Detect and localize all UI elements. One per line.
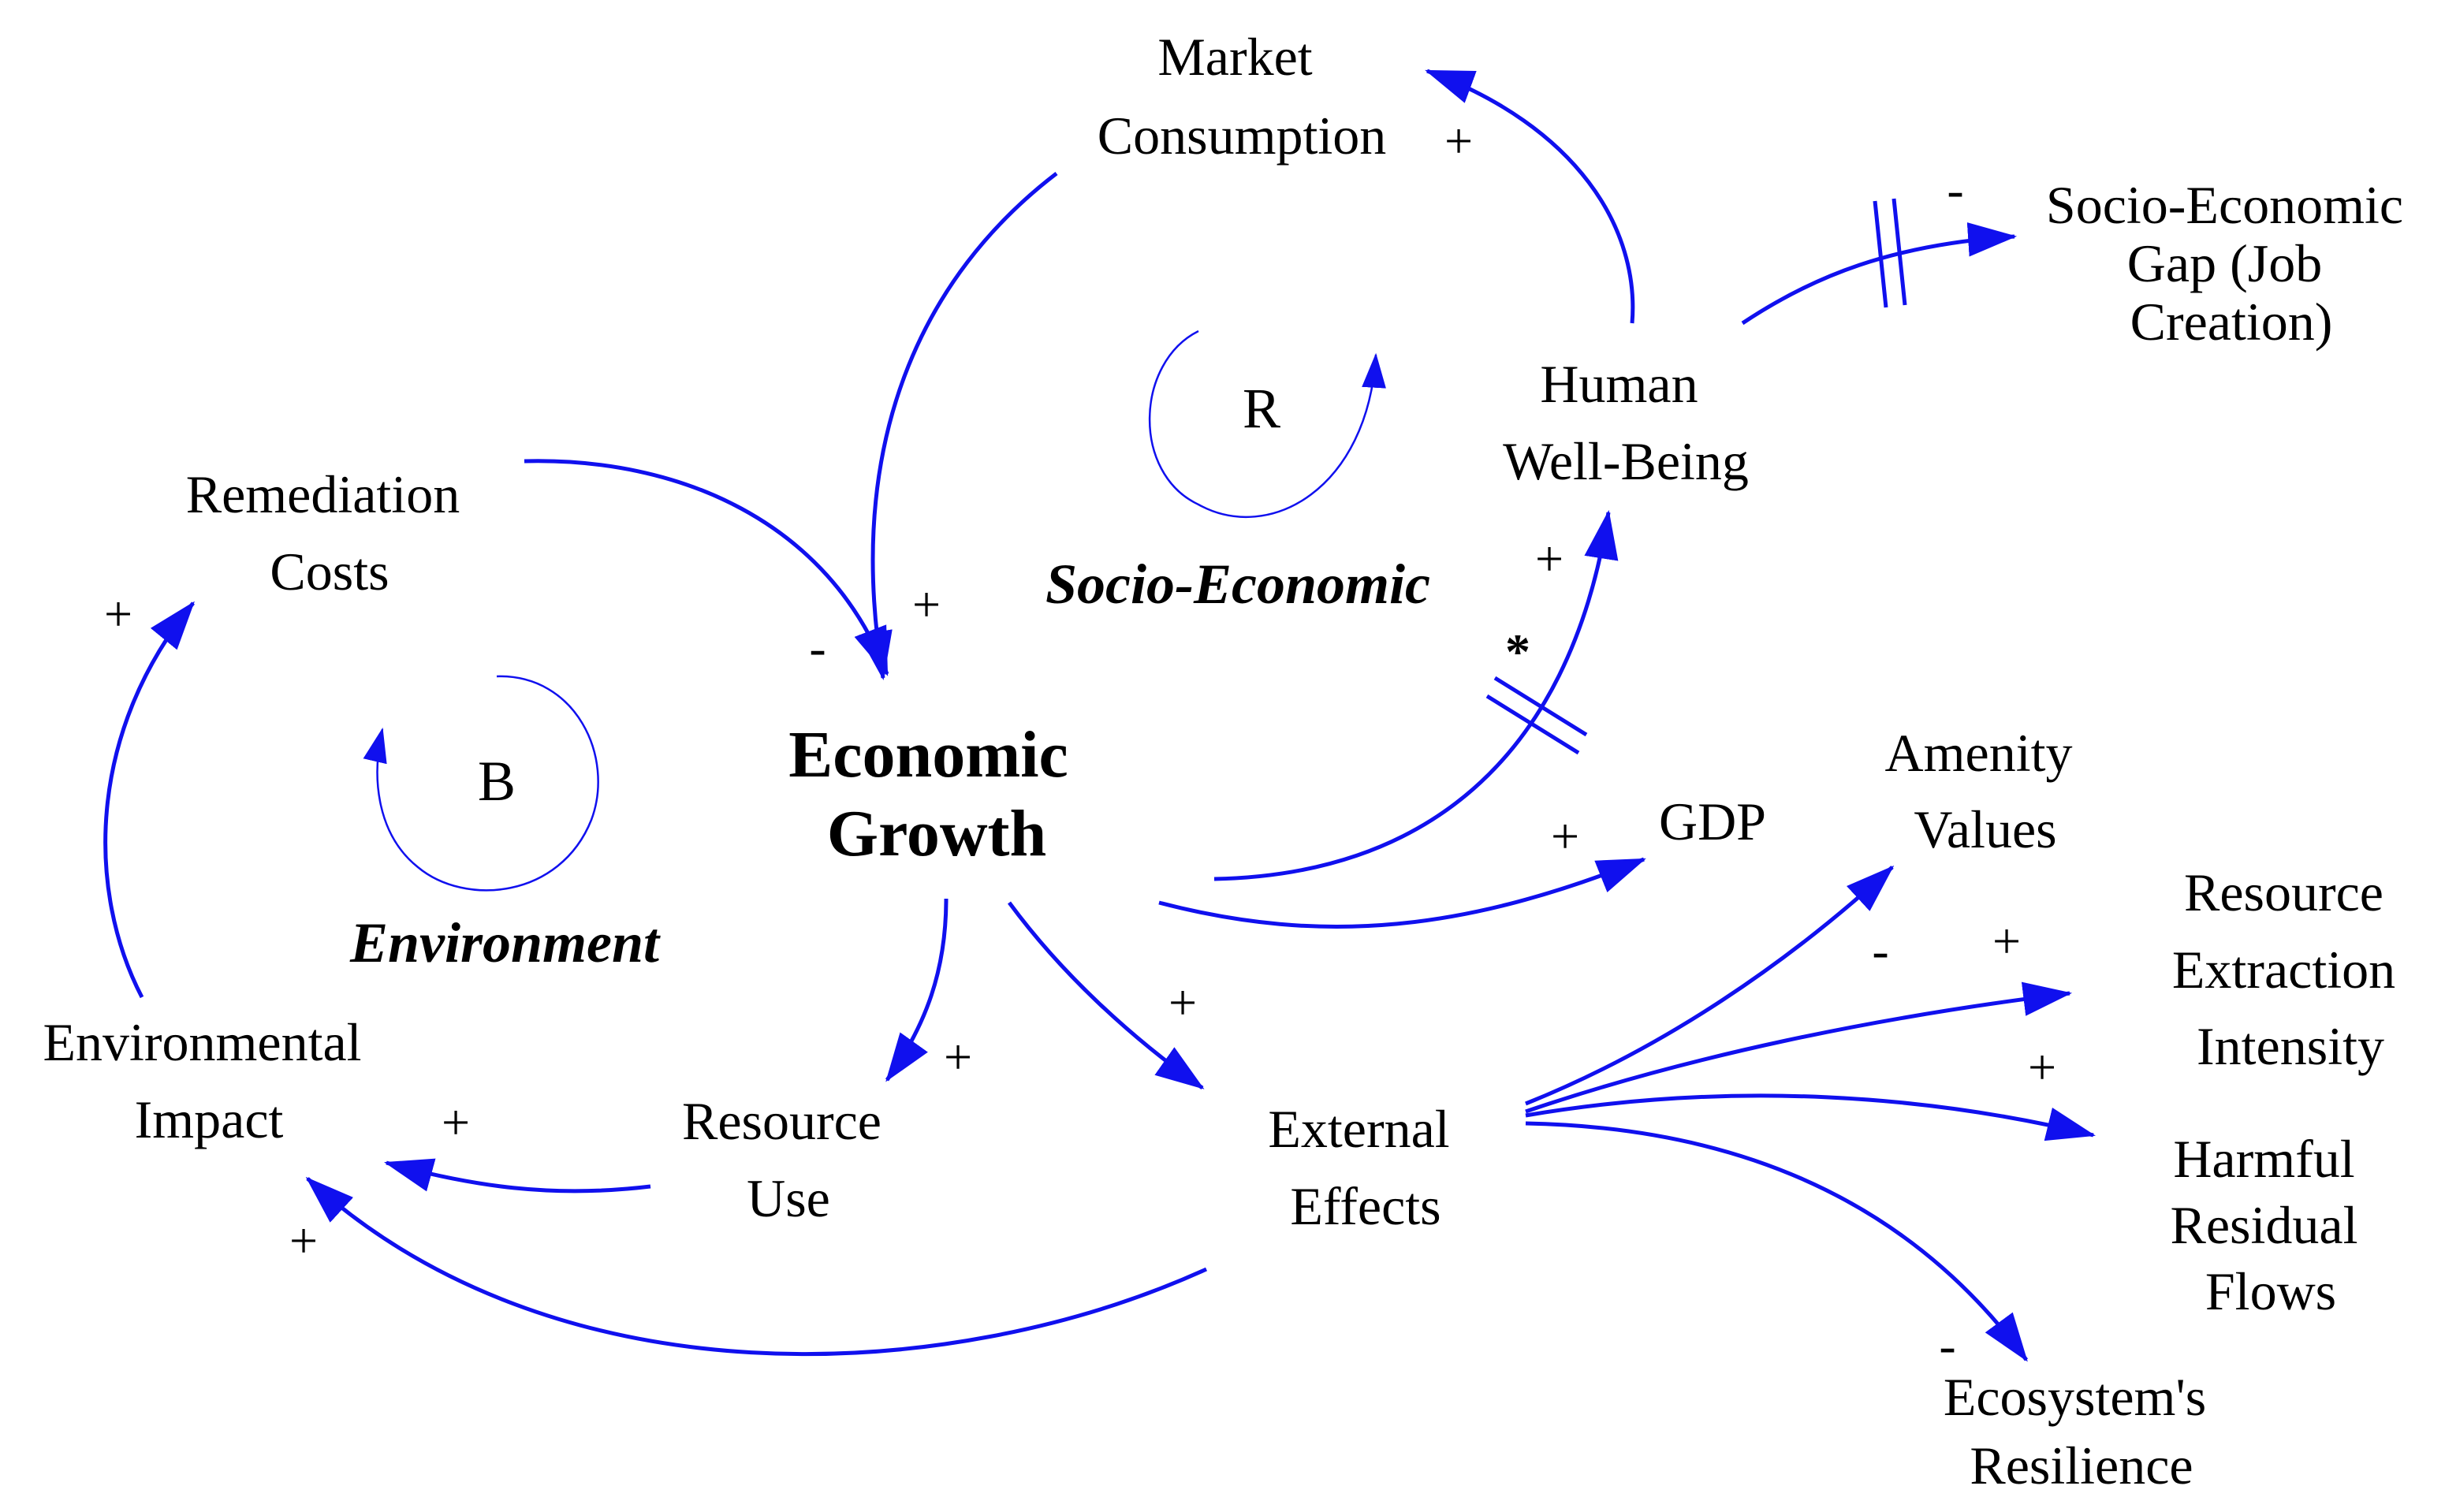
polarity-growth-resource-use: + bbox=[944, 1029, 972, 1085]
delay-mark-wellbeing-gap bbox=[1873, 198, 1907, 308]
link-external-effects-to-amenity bbox=[1525, 865, 1895, 1106]
link-growth-to-resource-use bbox=[885, 898, 949, 1082]
link-growth-to-external-effects bbox=[1007, 901, 1205, 1090]
polarity-external-effects-harmful-flows: + bbox=[2028, 1039, 2056, 1095]
polarity-growth-wellbeing: + bbox=[1535, 531, 1564, 587]
link-growth-to-gdp bbox=[1158, 857, 1646, 929]
polarity-wellbeing-gap: - bbox=[1947, 162, 1963, 218]
link-external-effects-to-harmful-flows bbox=[1525, 1093, 2097, 1141]
polarity-growth-gdp: + bbox=[1551, 808, 1579, 864]
node-harmful-residual-flows: Harmful Residual Flows bbox=[2171, 1129, 2372, 1321]
node-ecosystems-resilience: Ecosystem's Resilience bbox=[1944, 1367, 2220, 1495]
node-socio-economic-gap: Socio-Economic Gap (Job Creation) bbox=[2046, 175, 2417, 352]
node-resource-use: Resource Use bbox=[682, 1091, 895, 1228]
link-wellbeing-to-gap bbox=[1741, 222, 2018, 326]
polarity-remediation-growth: - bbox=[809, 620, 826, 676]
polarity-external-effects-resilience: - bbox=[1939, 1317, 1955, 1373]
polarity-wellbeing-consumption: + bbox=[1444, 113, 1473, 169]
polarity-external-effects-env-impact: + bbox=[289, 1212, 318, 1268]
delay-mark-growth-wellbeing bbox=[1485, 676, 1588, 755]
polarity-external-effects-amenity: - bbox=[1872, 922, 1888, 978]
polarity-resource-use-env-impact: + bbox=[442, 1094, 470, 1150]
node-environmental-impact: Environmental Impact bbox=[43, 1012, 375, 1149]
link-growth-to-wellbeing bbox=[1213, 509, 1619, 881]
link-resource-use-to-env-impact bbox=[384, 1158, 651, 1194]
loop-r-letter: R bbox=[1243, 377, 1280, 440]
link-remediation-to-growth bbox=[524, 459, 889, 676]
loop-r-name: Socio-Economic bbox=[1045, 553, 1430, 616]
node-market-consumption: Market Consumption bbox=[1098, 27, 1387, 166]
link-external-effects-to-resilience bbox=[1525, 1121, 2029, 1362]
node-amenity-values: Amenity Values bbox=[1885, 723, 2086, 859]
node-human-well-being: Human Well-Being bbox=[1503, 354, 1749, 491]
node-gdp: GDP bbox=[1659, 791, 1766, 851]
polarity-external-effects-extraction: + bbox=[1992, 913, 2021, 969]
link-env-impact-to-remediation bbox=[103, 601, 195, 999]
node-resource-extraction-intensity: Resource Extraction Intensity bbox=[2172, 862, 2409, 1076]
loop-r-indicator bbox=[1148, 330, 1386, 518]
node-economic-growth: Economic Growth bbox=[788, 718, 1085, 870]
polarity-consumption-growth: + bbox=[912, 576, 941, 632]
loop-b-indicator bbox=[363, 675, 599, 892]
polarity-growth-external-effects: + bbox=[1168, 974, 1197, 1030]
node-remediation-costs: Remediation Costs bbox=[186, 464, 473, 601]
link-external-effects-to-extraction bbox=[1525, 981, 2073, 1114]
loop-b-name: Environment bbox=[349, 911, 661, 974]
node-external-effects: External Effects bbox=[1268, 1099, 1463, 1236]
link-wellbeing-to-consumption bbox=[1425, 69, 1635, 324]
loop-b-letter: B bbox=[478, 750, 516, 813]
link-external-effects-to-env-impact bbox=[305, 1176, 1208, 1357]
polarity-env-impact-remediation: + bbox=[104, 586, 132, 642]
link-consumption-to-growth bbox=[858, 172, 1058, 681]
delay-marker-star: * bbox=[1505, 624, 1530, 680]
